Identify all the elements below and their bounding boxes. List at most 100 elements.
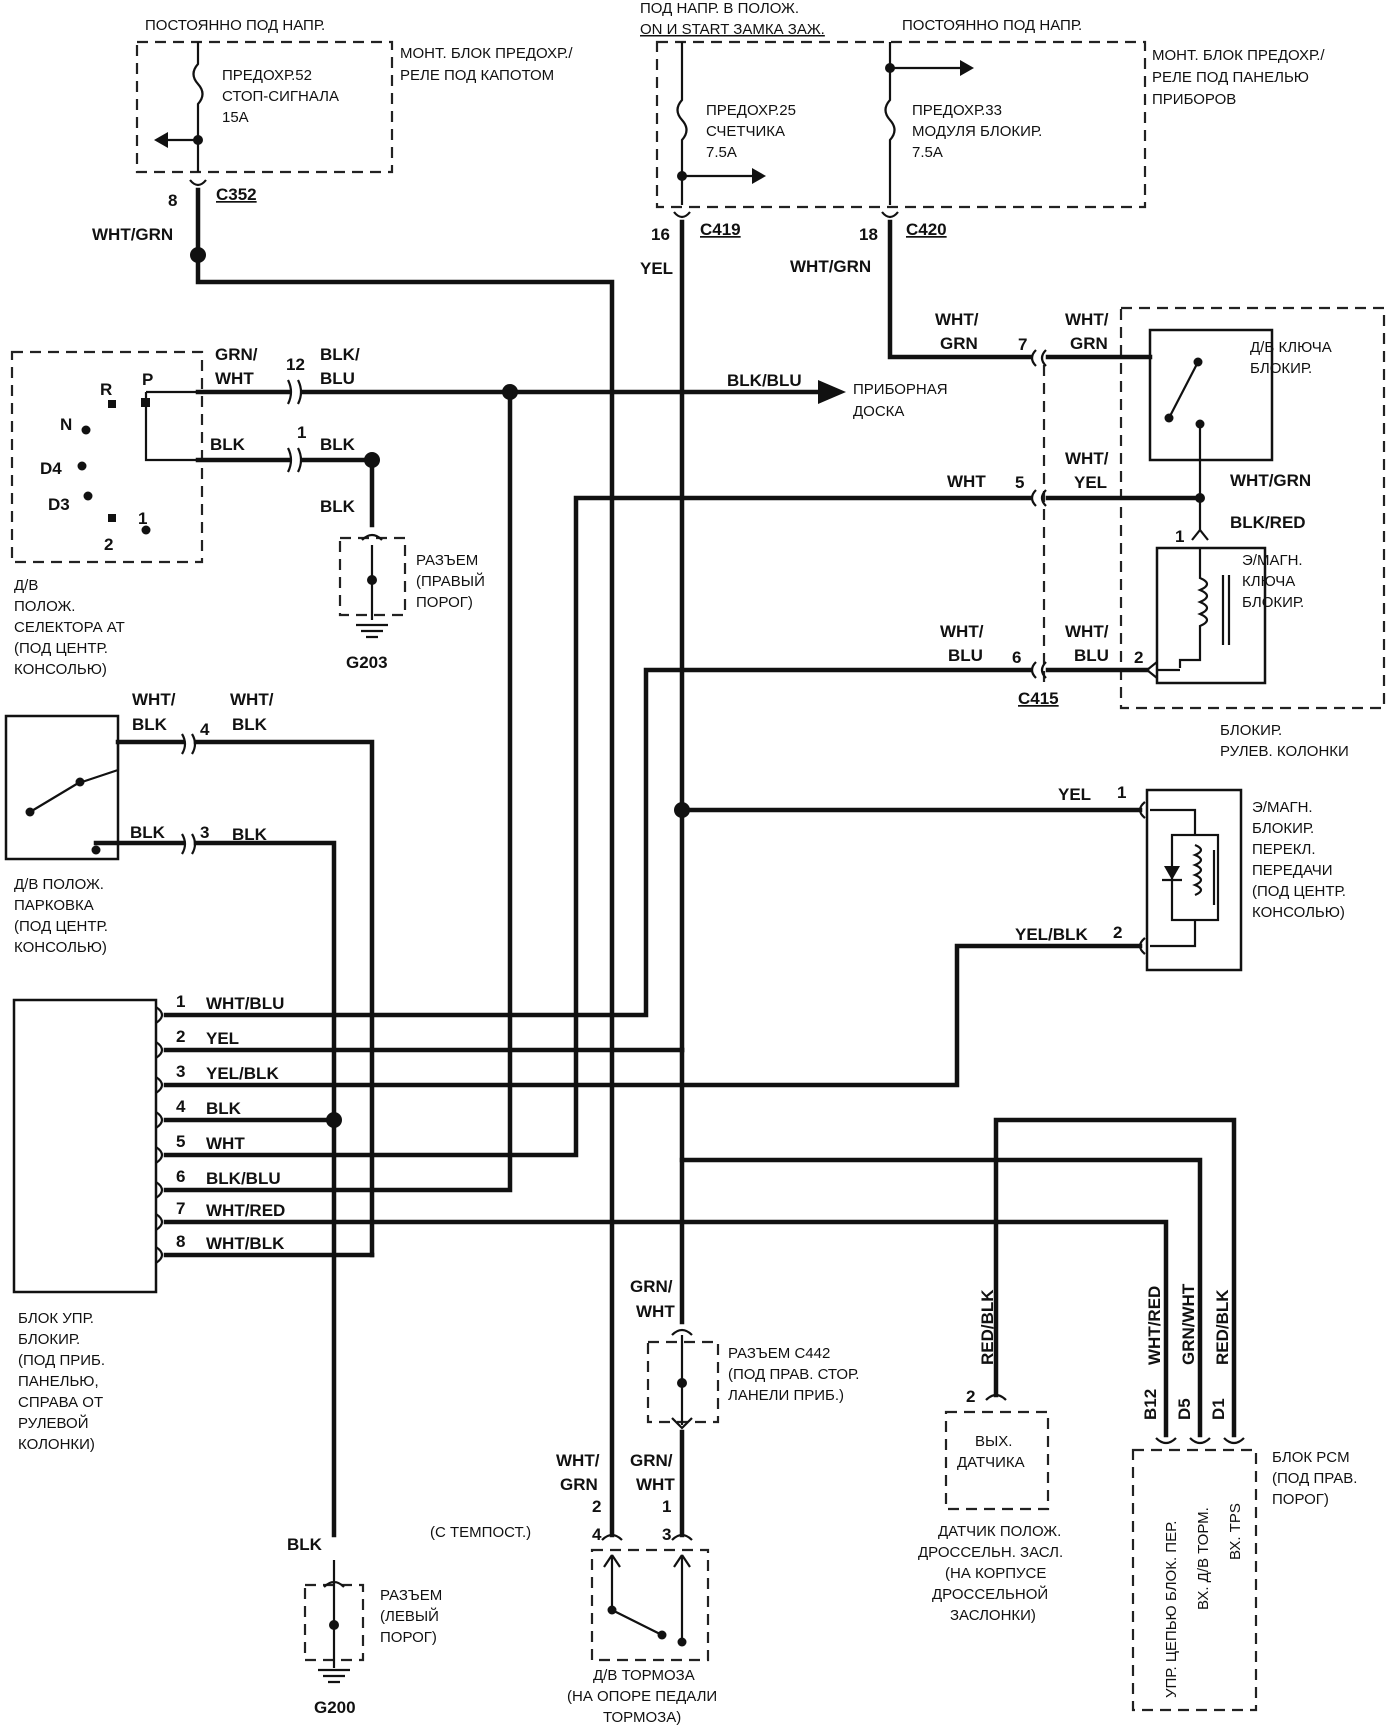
brake-pin-4: 4 <box>592 1525 602 1544</box>
park-switch-box <box>4 714 120 861</box>
key-switch-label: Д/В КЛЮЧА БЛОКИР. <box>1250 339 1332 377</box>
key-switch-contact <box>1193 357 1203 367</box>
svg-text:WHT: WHT <box>636 1475 675 1494</box>
svg-text:МОНТ. БЛОК ПРЕДОХР./: МОНТ. БЛОК ПРЕДОХР./ <box>400 45 573 62</box>
brake-connector-icon <box>601 1533 693 1541</box>
svg-text:(ПРАВЫЙ: (ПРАВЫЙ <box>416 572 485 590</box>
svg-text:Э/МАГН.: Э/МАГН. <box>1242 552 1303 569</box>
svg-text:РАЗЪЕМ C442: РАЗЪЕМ C442 <box>728 1345 830 1362</box>
svg-text:WHT/: WHT/ <box>132 690 176 709</box>
control-unit-pin-wire: WHT/BLU <box>206 994 284 1013</box>
selector-pos-2: 2 <box>104 535 113 554</box>
selector-pos-d4: D4 <box>40 459 62 478</box>
c442-top-wire: GRN/ WHT <box>630 1277 675 1321</box>
brake-switch-contact-icon <box>611 1609 663 1636</box>
steering-lock-label: БЛОКИР. РУЛЕВ. КОЛОНКИ <box>1220 722 1349 760</box>
selector-p-contact <box>144 392 198 462</box>
splice-yel <box>674 802 690 818</box>
svg-text:WHT: WHT <box>947 472 986 491</box>
diode-icon <box>1164 866 1180 880</box>
shift-lock-frame <box>1170 833 1220 922</box>
svg-text:WHT/: WHT/ <box>940 622 984 641</box>
c419-pin: 16 <box>651 225 670 244</box>
fuse-33-label: ПРЕДОХР.33 МОДУЛЯ БЛОКИР. 7.5A <box>912 102 1042 161</box>
wire-blk-blu-ecu <box>163 389 513 1193</box>
steering-pin6-labels: WHT/ BLU 6 WHT/ BLU 2 <box>940 622 1143 667</box>
svg-text:МОНТ. БЛОК ПРЕДОХР./: МОНТ. БЛОК ПРЕДОХР./ <box>1152 47 1325 64</box>
shift-lock-label: Э/МАГН. БЛОКИР. ПЕРЕКЛ. ПЕРЕДАЧИ (ПОД ЦЕ… <box>1252 799 1346 921</box>
svg-text:GRN/: GRN/ <box>630 1277 673 1296</box>
tps-label: ДАТЧИК ПОЛОЖ. ДРОССЕЛЬН. ЗАСЛ. (НА КОРПУ… <box>918 1523 1063 1624</box>
g200-connector-icon <box>323 1560 345 1668</box>
control-unit-pin-number: 3 <box>176 1062 185 1081</box>
steering-lock-outline <box>1119 306 1386 710</box>
selector-pos-1: 1 <box>138 509 147 528</box>
control-unit-pin-cavity <box>155 1041 164 1059</box>
dash-fusebox-title: МОНТ. БЛОК ПРЕДОХР./ РЕЛЕ ПОД ПАНЕЛЬЮ ПР… <box>1152 47 1325 108</box>
svg-text:ДОСКА: ДОСКА <box>853 403 904 420</box>
control-unit-pin-wire: BLK/BLU <box>206 1169 281 1188</box>
svg-text:BLU: BLU <box>948 646 983 665</box>
ign-on-start-label-2: ON И START ЗАМКА ЗАЖ. <box>640 21 825 38</box>
svg-text:ПРИБОРНАЯ: ПРИБОРНАЯ <box>853 381 948 398</box>
selector-pos-d3: D3 <box>48 495 70 514</box>
svg-text:1: 1 <box>297 423 306 442</box>
pcm-pin-b12: B12 <box>1141 1389 1160 1420</box>
brake-switch-contact <box>607 1605 617 1615</box>
svg-text:5: 5 <box>1015 473 1024 492</box>
shift-lock-pin1: 1 <box>1117 783 1126 802</box>
instrument-panel-label: ПРИБОРНАЯ ДОСКА <box>853 381 948 420</box>
park-switch-contact <box>75 777 85 787</box>
fuse-33-icon <box>884 42 896 205</box>
c415-connector-label: C415 <box>1018 689 1059 708</box>
svg-text:ПЕРЕДАЧИ: ПЕРЕДАЧИ <box>1252 862 1333 879</box>
wire-wht-grn-brake-feed <box>195 187 615 1538</box>
selector-contact <box>108 514 116 522</box>
svg-text:GRN/: GRN/ <box>215 345 258 364</box>
pcm-input-1: УПР. ЦЕПЬЮ БЛОК. ПЕР. <box>1163 1521 1180 1698</box>
svg-text:КОНСОЛЬЮ): КОНСОЛЬЮ) <box>1252 904 1345 921</box>
wire-blk-ground-g200 <box>193 840 337 1538</box>
svg-text:БЛОКИР.: БЛОКИР. <box>18 1331 80 1348</box>
cruise-note: (С ТЕМПОСТ.) <box>430 1524 531 1541</box>
svg-text:WHT/: WHT/ <box>1065 449 1109 468</box>
svg-text:7.5A: 7.5A <box>706 144 737 161</box>
pcm-label: БЛОК PCM (ПОД ПРАВ. ПОРОГ) <box>1272 1449 1357 1508</box>
g200-node <box>329 1620 339 1630</box>
control-unit-pin-wire: YEL/BLK <box>206 1064 279 1083</box>
svg-text:BLK: BLK <box>210 435 246 454</box>
svg-text:WHT/: WHT/ <box>935 310 979 329</box>
park-switch-contact <box>91 845 101 855</box>
connector-pin6-icon <box>1030 661 1047 679</box>
brake-switch-leads <box>603 1554 691 1640</box>
park-pin4-labels: WHT/ BLK 4 WHT/ BLK <box>132 690 274 739</box>
svg-text:(ПОД ПРИБ.: (ПОД ПРИБ. <box>18 1352 105 1369</box>
key-solenoid-box <box>1155 546 1267 685</box>
pcm-wire-d5: GRN/WHT <box>1179 1283 1198 1365</box>
always-hot-left-label: ПОСТОЯННО ПОД НАПР. <box>145 17 325 34</box>
selector-contact <box>77 461 87 471</box>
shift-lock-box <box>1145 788 1243 972</box>
tps-output-label: ВЫХ. ДАТЧИКА <box>957 1433 1025 1471</box>
arrow-right-icon <box>818 380 846 404</box>
selector-pos-n: N <box>60 415 72 434</box>
svg-text:ДРОССЕЛЬН. ЗАСЛ.: ДРОССЕЛЬН. ЗАСЛ. <box>918 1544 1063 1561</box>
park-switch-contact <box>25 807 35 817</box>
selector-pos-p: P <box>142 370 153 389</box>
svg-text:BLK: BLK <box>320 497 356 516</box>
shift-lock-wire2: YEL/BLK <box>1015 925 1088 944</box>
svg-text:ДАТЧИК ПОЛОЖ.: ДАТЧИК ПОЛОЖ. <box>938 1523 1061 1540</box>
svg-text:ПРИБОРОВ: ПРИБОРОВ <box>1152 91 1236 108</box>
steering-pin7-labels: WHT/ GRN 7 WHT/ GRN <box>935 310 1109 354</box>
splice-wht-grn <box>190 247 206 263</box>
brake-wht-grn-wire: WHT/ GRN <box>556 1451 600 1494</box>
svg-text:YEL: YEL <box>1074 473 1107 492</box>
svg-text:(ПОД ЦЕНТР.: (ПОД ЦЕНТР. <box>14 918 108 935</box>
svg-text:БЛОКИР.: БЛОКИР. <box>1252 820 1314 837</box>
svg-text:СПРАВА ОТ: СПРАВА ОТ <box>18 1394 103 1411</box>
svg-text:(НА КОРПУСЕ: (НА КОРПУСЕ <box>945 1565 1046 1582</box>
selector-contact <box>81 425 91 435</box>
svg-text:ПОЛОЖ.: ПОЛОЖ. <box>14 598 75 615</box>
svg-text:ПОРОГ): ПОРОГ) <box>416 594 473 611</box>
